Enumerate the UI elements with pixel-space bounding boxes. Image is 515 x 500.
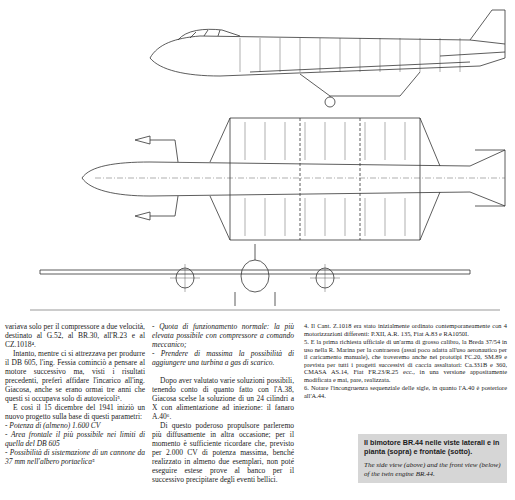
frame-line [300, 38, 301, 72]
rib-line [285, 122, 286, 236]
caption-italian: Il bimotore BR.44 nelle viste laterali e… [364, 439, 501, 456]
front-view [30, 244, 500, 310]
caption-english: The side view (above) and the front view… [364, 461, 501, 478]
text-column: 4. Il Cant. Z.1018 era stato inizialment… [304, 322, 507, 400]
plan-view [82, 118, 505, 240]
frame-line [380, 38, 381, 72]
rib-line [405, 122, 406, 236]
rib-line [325, 122, 326, 236]
rib-line [385, 122, 386, 236]
frame-line [360, 38, 361, 72]
caption-box: Il bimotore BR.44 nelle viste laterali e… [358, 434, 507, 483]
text-column: variava solo per il compressore a due ve… [5, 322, 145, 466]
body-paragraph: E così il 15 dicembre del 1941 iniziò un… [5, 403, 145, 421]
rib-line [265, 122, 266, 236]
frame-line [400, 38, 401, 72]
body-paragraph: Dopo aver valutato varie soluzioni possi… [152, 376, 294, 421]
text-column: - Quota di funzionamento normale: la più… [152, 322, 294, 484]
rib-line [365, 122, 366, 236]
footnote: 6. Notare l'incongruenza sequenziale del… [304, 384, 507, 399]
frame-line [440, 38, 441, 72]
body-paragraph: variava solo per il compressore a due ve… [5, 322, 145, 349]
side-view [150, 10, 505, 107]
frame-lines [240, 38, 460, 72]
frame-line [320, 38, 321, 72]
frame-line [420, 38, 421, 72]
rib-line [345, 122, 346, 236]
body-paragraph: - Quota di funzionamento normale: la più… [152, 322, 294, 349]
frame-line [460, 38, 461, 72]
frame-line [240, 38, 241, 72]
body-paragraph: - Potenza di (almeno) 1.600 CV [5, 421, 145, 430]
rib-line [245, 122, 246, 236]
body-paragraph: - Prendere di massima la possibilità di … [152, 349, 294, 367]
frame-line [340, 38, 341, 72]
aircraft-drawing [0, 0, 515, 318]
body-paragraph: - Area frontale il più possibile nei lim… [5, 430, 145, 448]
body-paragraph: Intanto, mentre ci si attrezzava per pro… [5, 349, 145, 403]
footnote: 5. E la prima richiesta ufficiale di un'… [304, 338, 507, 383]
footnote: 4. Il Cant. Z.1018 era stato inizialment… [304, 322, 507, 337]
rib-lines [245, 122, 405, 236]
body-paragraph: Di questo poderoso propulsore parleremo … [152, 421, 294, 484]
rib-line [305, 122, 306, 236]
frame-line [280, 38, 281, 72]
frame-line [260, 38, 261, 72]
body-paragraph: - Possibilità di sistemazione di un cann… [5, 448, 145, 466]
